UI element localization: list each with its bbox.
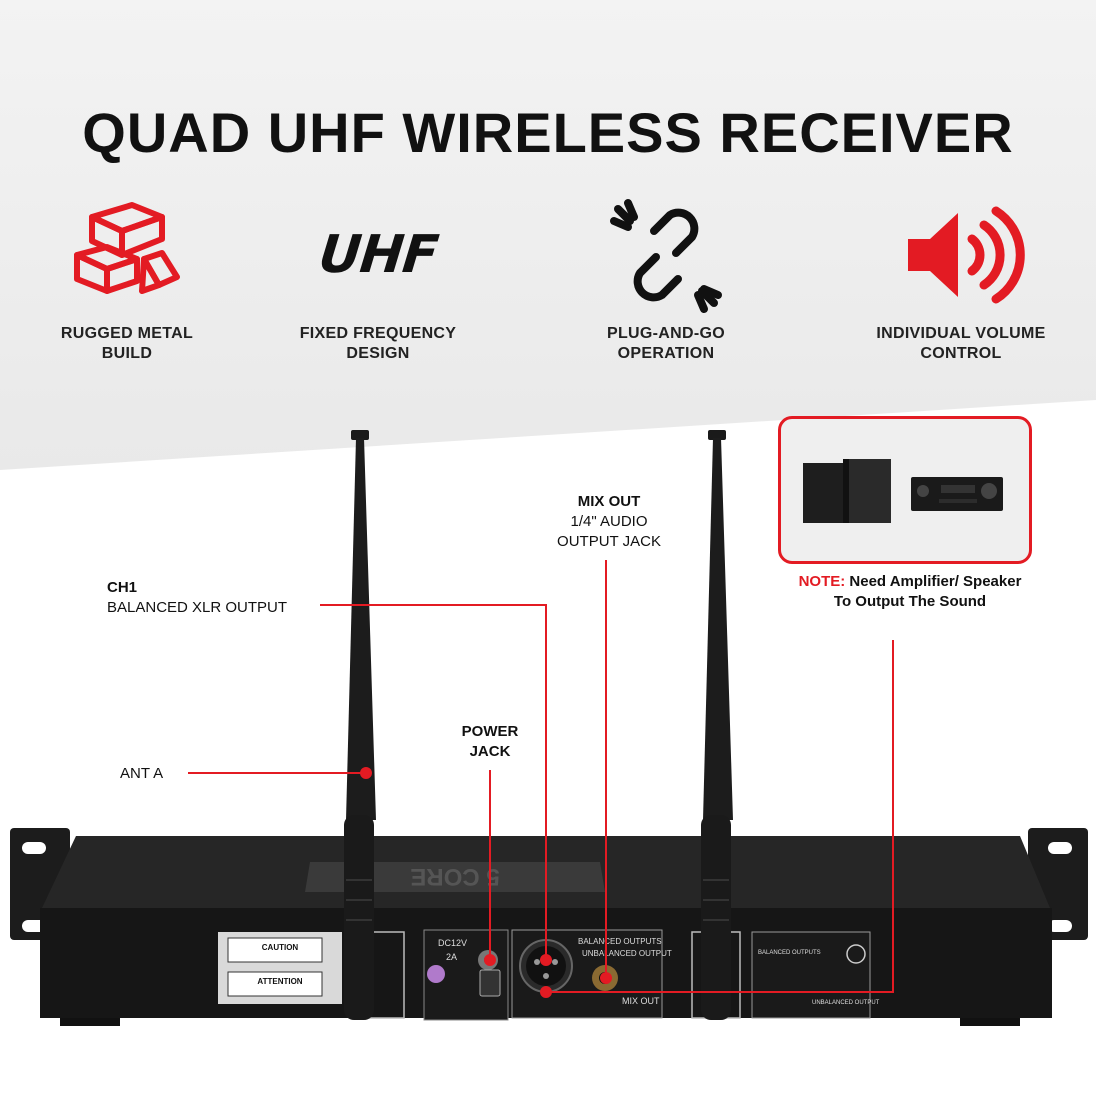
speakers-image: [803, 459, 891, 523]
page-title: QUAD UHF WIRELESS RECEIVER: [82, 101, 1014, 164]
feature-label: RUGGED METAL BUILD: [60, 325, 194, 362]
broken-link-icon: [556, 190, 776, 320]
callout-power-jack: POWER JACK: [461, 723, 519, 760]
antenna-b: [701, 430, 733, 1020]
note-box: [778, 416, 1032, 564]
feature-individual-volume: INDIVIDUAL VOLUME CONTROL: [851, 190, 1071, 364]
callout-mix-out: MIX OUT 1/4" AUDIO OUTPUT JACK: [557, 493, 661, 550]
feature-label: PLUG-AND-GO OPERATION: [607, 325, 725, 362]
svg-text:2A: 2A: [446, 952, 457, 962]
svg-text:UNBALANCED OUTPUT: UNBALANCED OUTPUT: [812, 1000, 880, 1006]
callout-ch1: CH1 BALANCED XLR OUTPUT: [107, 579, 288, 616]
svg-text:DC12V: DC12V: [438, 938, 467, 948]
speaker-volume-icon: [851, 190, 1071, 320]
svg-text:CAUTION: CAUTION: [262, 943, 299, 952]
callout-ant-a: ANT A: [120, 765, 164, 782]
feature-fixed-frequency: UHF FIXED FREQUENCY DESIGN: [268, 190, 488, 364]
antenna-a: [344, 430, 376, 1020]
metal-bars-icon: [17, 190, 237, 320]
feature-label: FIXED FREQUENCY DESIGN: [299, 325, 457, 362]
svg-text:UNBALANCED OUTPUT: UNBALANCED OUTPUT: [582, 949, 672, 958]
svg-text:BALANCED OUTPUTS: BALANCED OUTPUTS: [578, 937, 662, 946]
svg-text:BALANCED OUTPUTS: BALANCED OUTPUTS: [758, 950, 821, 956]
note-text: NOTE: Need Amplifier/ Speaker To Output …: [798, 573, 1022, 610]
feature-rugged-metal: RUGGED METAL BUILD: [17, 190, 237, 364]
callout-lines: [188, 560, 894, 998]
feature-plug-and-go: PLUG-AND-GO OPERATION: [556, 190, 776, 364]
amplifier-image: [911, 477, 1003, 511]
brand-logo: 5 CORE: [410, 863, 499, 890]
svg-text:MIX OUT: MIX OUT: [622, 996, 660, 1006]
svg-text:ATTENTION: ATTENTION: [257, 977, 302, 986]
feature-label: INDIVIDUAL VOLUME CONTROL: [876, 325, 1046, 362]
